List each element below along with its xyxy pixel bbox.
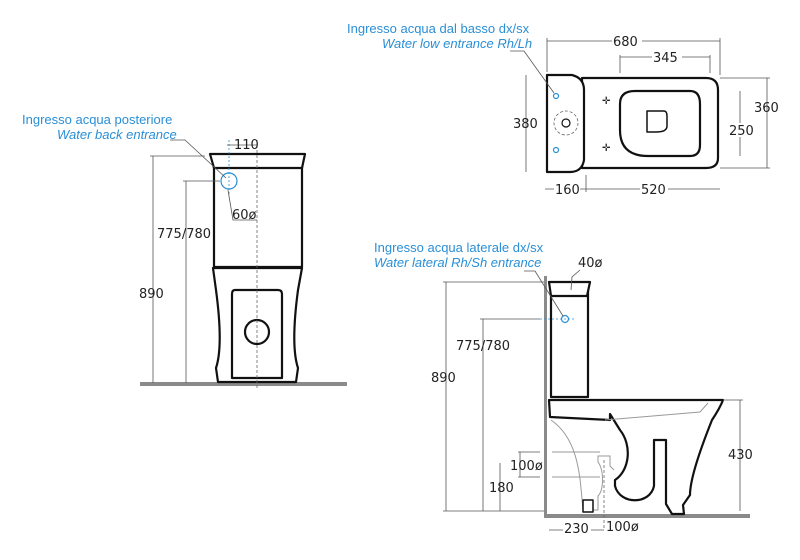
label-bg [563, 522, 591, 536]
label-bg [612, 34, 642, 48]
floor-line [140, 382, 347, 386]
low-inlet-left [552, 92, 560, 100]
note-lateral-it: Ingresso acqua laterale dx/sx [374, 240, 544, 255]
note-low-en: Water low entrance Rh/Lh [382, 36, 532, 51]
dim-40: 40ø [578, 256, 603, 271]
leader-60 [227, 189, 257, 221]
note-lateral-en: Water lateral Rh/Sh entrance [374, 255, 541, 270]
leader-back [170, 139, 227, 179]
wall-line [544, 276, 547, 516]
dim-775-780: 775/780 [157, 227, 211, 242]
low-inlet-right [552, 146, 560, 154]
floor-line [544, 514, 750, 518]
dim-775-780: 775/780 [456, 339, 510, 354]
tank-side [549, 282, 590, 399]
dim-520: 520 [641, 183, 666, 198]
valve-outline [553, 110, 579, 136]
dim-345: 345 [653, 51, 678, 66]
dim-160: 160 [555, 183, 580, 198]
foot [582, 499, 594, 513]
leader-40 [570, 269, 581, 291]
leader-lateral [524, 270, 564, 317]
dim-60: 60ø [232, 208, 257, 223]
flush-outlet [646, 110, 668, 133]
bowl-side [547, 398, 725, 516]
dim-380: 380 [513, 117, 538, 132]
trap-outline [550, 419, 615, 511]
dim-100-horizontal: 100ø [510, 459, 543, 474]
dim-680: 680 [613, 35, 638, 50]
dim-250: 250 [729, 124, 754, 139]
label-bg [652, 50, 682, 64]
dim-100-vertical: 100ø [606, 520, 639, 535]
tank-lid-front [208, 152, 307, 170]
valve-center [561, 118, 571, 128]
dim-890: 890 [431, 371, 456, 386]
side-view: 890 775/780 40ø 430 100ø 180 230 100ø In… [374, 240, 753, 537]
label-bg [640, 182, 668, 196]
tank-front [212, 158, 304, 269]
top-view: ✛ ✛ 680 345 380 360 250 160 520 Ingresso… [347, 21, 779, 198]
note-back-it: Ingresso acqua posteriore [22, 112, 172, 127]
front-view: 890 775/780 110 60ø Ingresso acqua poste… [22, 112, 347, 390]
dim-180: 180 [489, 481, 514, 496]
dim-110: 110 [234, 138, 259, 153]
tank-lid-side [547, 280, 592, 298]
dim-430: 430 [728, 448, 753, 463]
note-back-en: Water back entrance [57, 127, 177, 142]
note-low-it: Ingresso acqua dal basso dx/sx [347, 21, 530, 36]
dim-360: 360 [754, 101, 779, 116]
dim-890: 890 [139, 287, 164, 302]
fixing-icon: ✛ [602, 96, 611, 107]
fixing-icon: ✛ [602, 143, 611, 154]
bowl-inner [604, 402, 709, 421]
label-bg [554, 182, 580, 196]
dim-230: 230 [564, 522, 589, 537]
leader-low [510, 50, 555, 94]
label-bg [728, 123, 754, 137]
